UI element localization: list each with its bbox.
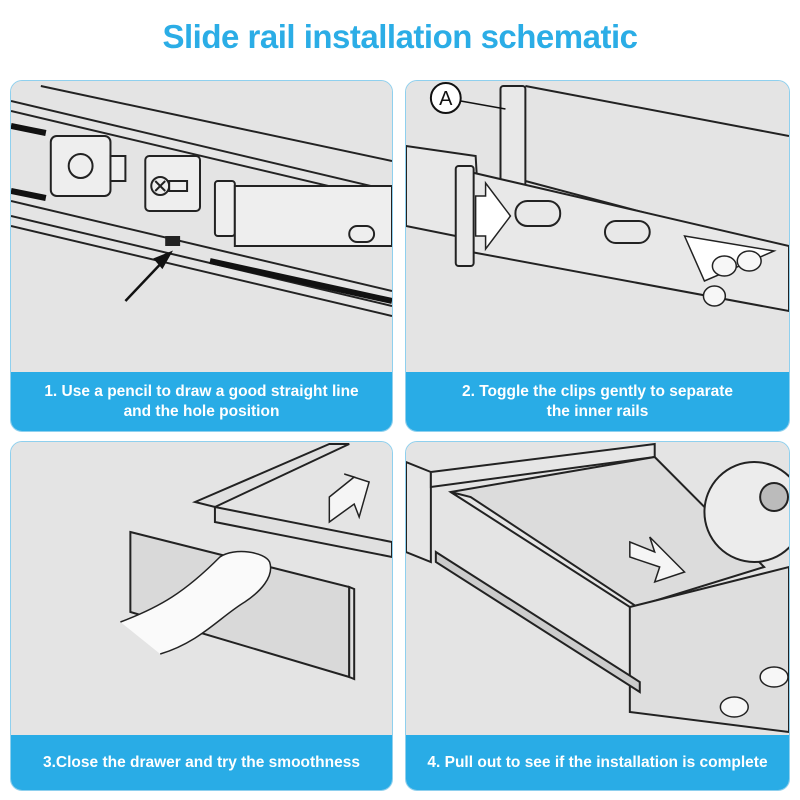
screw-plate	[144, 155, 202, 212]
caption-line-1: 1. Use a pencil to draw a good straight …	[44, 382, 359, 400]
step-panel-4: 4. Pull out to see if the installation i…	[405, 441, 790, 791]
callout-a: A	[429, 82, 506, 114]
hand	[719, 666, 789, 718]
pencil-mark	[165, 236, 181, 246]
caption-line-2: the inner rails	[546, 402, 649, 420]
svg-text:A: A	[439, 88, 453, 110]
step-caption: 3.Close the drawer and try the smoothnes…	[11, 735, 392, 790]
step-panel-1: 1. Use a pencil to draw a good straight …	[10, 80, 393, 432]
caption-line-1: 2. Toggle the clips gently to separate	[461, 382, 734, 400]
pull-direction-arrow	[629, 536, 686, 584]
pointer-arrow	[124, 250, 174, 302]
rail-mounting-illustration	[11, 81, 392, 374]
hand	[120, 550, 272, 655]
caption-line-2: and the hole position	[123, 402, 280, 420]
pulled-drawer-illustration	[406, 442, 789, 737]
page-title: Slide rail installation schematic	[162, 18, 638, 55]
hand	[702, 250, 762, 307]
zoom-inset	[703, 461, 789, 563]
step-panel-3: 3.Close the drawer and try the smoothnes…	[10, 441, 393, 791]
step-caption: 4. Pull out to see if the installation i…	[406, 735, 789, 790]
closing-drawer-illustration	[11, 442, 392, 737]
caption-line-1: 3.Close the drawer and try the smoothnes…	[43, 753, 360, 771]
close-direction-arrow	[328, 473, 371, 524]
step-caption: 2. Toggle the clips gently to separate th…	[406, 372, 789, 431]
rail-clip-illustration: A	[406, 81, 789, 374]
latch-bracket	[49, 135, 127, 197]
step-panel-2: A 2. Toggle the clips gently to separate…	[405, 80, 790, 432]
step-caption: 1. Use a pencil to draw a good straight …	[11, 372, 392, 431]
caption-line-1: 4. Pull out to see if the installation i…	[427, 753, 768, 771]
